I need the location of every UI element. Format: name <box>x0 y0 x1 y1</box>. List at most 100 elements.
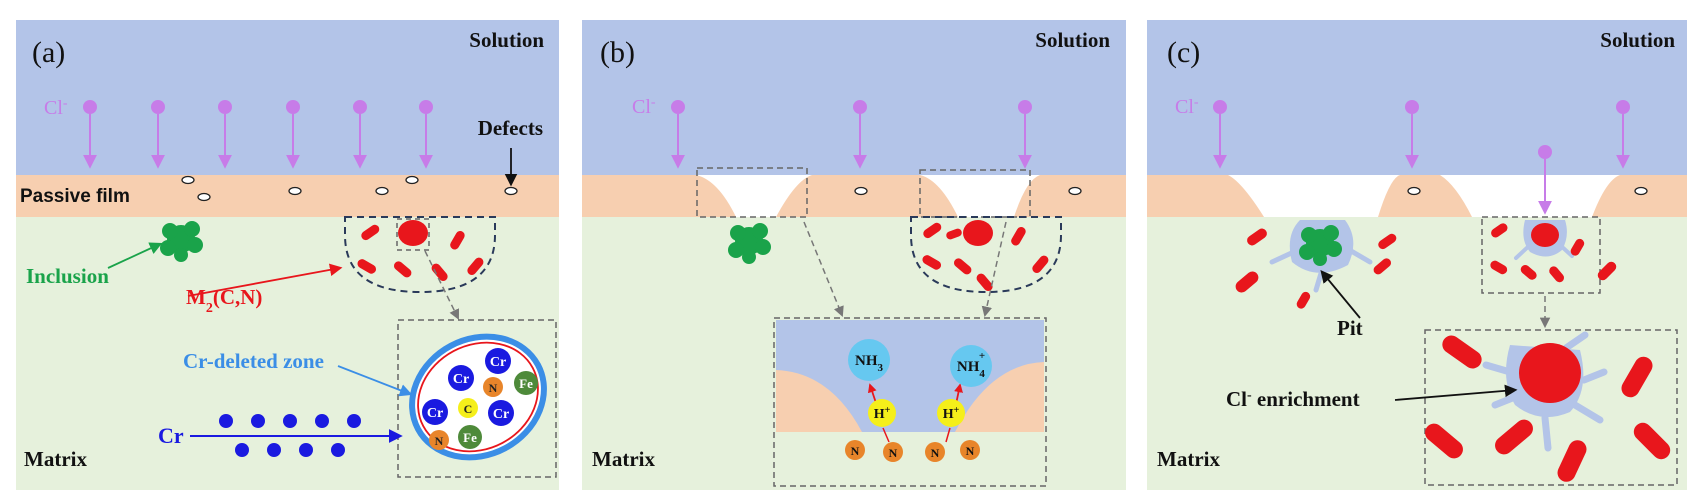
nitrogen-atom <box>925 442 945 462</box>
passive-film-layer <box>776 175 958 217</box>
ammonia-label: NH3 <box>855 353 884 374</box>
chloride-ions <box>83 100 433 169</box>
passive-film-layer <box>1014 175 1126 217</box>
passive-film-layer <box>582 175 736 217</box>
pit-label: Pit <box>1337 316 1363 340</box>
solution-label: Solution <box>469 28 544 52</box>
zone-atom-label: Fe <box>463 430 477 445</box>
chloride-ions <box>671 100 1032 169</box>
chloride-label: Cl- <box>632 95 656 119</box>
passive-film-layer <box>1147 175 1264 217</box>
panel-c: (c) Solution Cl- Pit Cl- enrichment Matr… <box>1147 20 1687 490</box>
nitrogen-atom <box>883 442 903 462</box>
nitrogen-label: N <box>931 446 940 460</box>
cr-depleted-inner-ring <box>417 341 539 453</box>
zoom-arrow-right <box>981 221 1007 318</box>
zone-atom-label: Cr <box>493 407 509 422</box>
solution-label: Solution <box>1035 28 1110 52</box>
cr-zone-arrow <box>337 365 413 397</box>
chloride-ion <box>151 100 165 169</box>
zoom-inset <box>1424 329 1678 486</box>
passive-film-label: Passive film <box>20 186 130 207</box>
zone-atom-label: Cr <box>453 372 469 387</box>
solution-region <box>582 20 1126 175</box>
film-defects <box>854 186 1082 196</box>
nitrogen-atom <box>845 440 865 460</box>
passive-film-layer <box>1378 175 1472 217</box>
cr-depleted-ring <box>409 333 547 461</box>
chloride-ions <box>1213 100 1630 215</box>
ammonium-ion <box>950 345 992 387</box>
ammonia-molecule <box>848 339 890 381</box>
cr-label: Cr <box>158 423 184 448</box>
solution-label: Solution <box>1600 28 1675 52</box>
chloride-ion <box>1213 100 1227 169</box>
matrix-label: Matrix <box>1157 447 1220 471</box>
nitrogen-label: N <box>851 444 860 458</box>
zoom-box-left <box>696 167 808 218</box>
hydrogen-ion-label: H+ <box>874 405 891 423</box>
panel-letter: (c) <box>1167 36 1200 69</box>
zoom-box-small <box>396 218 430 251</box>
zone-atom-label: Cr <box>490 355 506 370</box>
chloride-ion <box>671 100 685 169</box>
zoom-arrow-left <box>803 221 844 317</box>
matrix-label: Matrix <box>24 447 87 471</box>
panel-letter: (a) <box>32 36 65 69</box>
chloride-ion <box>286 100 300 169</box>
chloride-ion <box>353 100 367 169</box>
chloride-label: Cl- <box>44 96 68 120</box>
passive-film-layer <box>1592 175 1687 217</box>
carbonitride-precipitates <box>922 220 1049 292</box>
inclusion-particle <box>160 221 203 262</box>
carbonitride-arrow <box>187 263 343 297</box>
chloride-ion <box>419 100 433 169</box>
panel-b: NH3 NH4+ H+ H+ N N N N (b) Solution Cl- … <box>582 20 1126 490</box>
inclusion-arrow <box>107 242 163 269</box>
defects-label: Defects <box>478 116 543 140</box>
chloride-label: Cl- <box>1175 95 1199 119</box>
carbonitride-zone <box>910 216 1062 294</box>
enrichment-label: Cl- enrichment <box>1226 387 1360 411</box>
panel-a: Cr Cr Cr Cr N Fe C N Fe (a) Solution Cl-… <box>16 20 559 490</box>
enrichment-arrow <box>1394 384 1518 401</box>
film-defects <box>181 175 518 202</box>
pit-arrow <box>1320 270 1361 319</box>
carbonitride-precipitates <box>357 220 484 282</box>
zoom-inset <box>773 317 1047 487</box>
hydrogen-ion <box>937 399 965 427</box>
inclusion-label: Inclusion <box>26 264 109 288</box>
zone-atoms: Cr Cr Cr Cr N Fe C N Fe <box>422 348 538 450</box>
inset-molecules: NH3 NH4+ H+ H+ N N N N <box>845 339 992 462</box>
cr-depleted-zone-label: Cr-deleted zone <box>183 349 324 373</box>
nitrogen-label: N <box>889 446 898 460</box>
chloride-ion <box>83 100 97 169</box>
zoom-box-small <box>1481 216 1601 294</box>
inclusion-particle <box>1299 225 1342 266</box>
chloride-ion <box>853 100 867 169</box>
nitrogen-atom <box>960 440 980 460</box>
chloride-ion <box>218 100 232 169</box>
hydrogen-ion-label: H+ <box>943 405 960 423</box>
enrichment-inset <box>1425 331 1671 482</box>
matrix-label: Matrix <box>592 447 655 471</box>
carbonitride-label: M2(C,N) <box>186 285 262 316</box>
nitrogen-label: N <box>966 444 975 458</box>
panel-letter: (b) <box>600 36 635 69</box>
zone-atom-label: Fe <box>519 376 533 391</box>
passive-film-layer <box>16 175 559 217</box>
inclusion-particle <box>728 223 771 264</box>
zoom-arrow <box>424 250 459 320</box>
ammonium-label: NH4+ <box>957 350 986 380</box>
solution-region <box>16 20 559 175</box>
chloride-ion <box>1538 145 1552 215</box>
zoom-inset <box>397 319 557 478</box>
solution-region <box>1147 20 1687 175</box>
hydrogen-ion <box>868 399 896 427</box>
carbonitride-precipitates <box>1235 228 1397 309</box>
zone-atom-label: N <box>489 381 498 395</box>
chloride-ion <box>1405 100 1419 169</box>
zone-atom-label: C <box>464 402 473 416</box>
film-defects <box>1407 186 1648 196</box>
